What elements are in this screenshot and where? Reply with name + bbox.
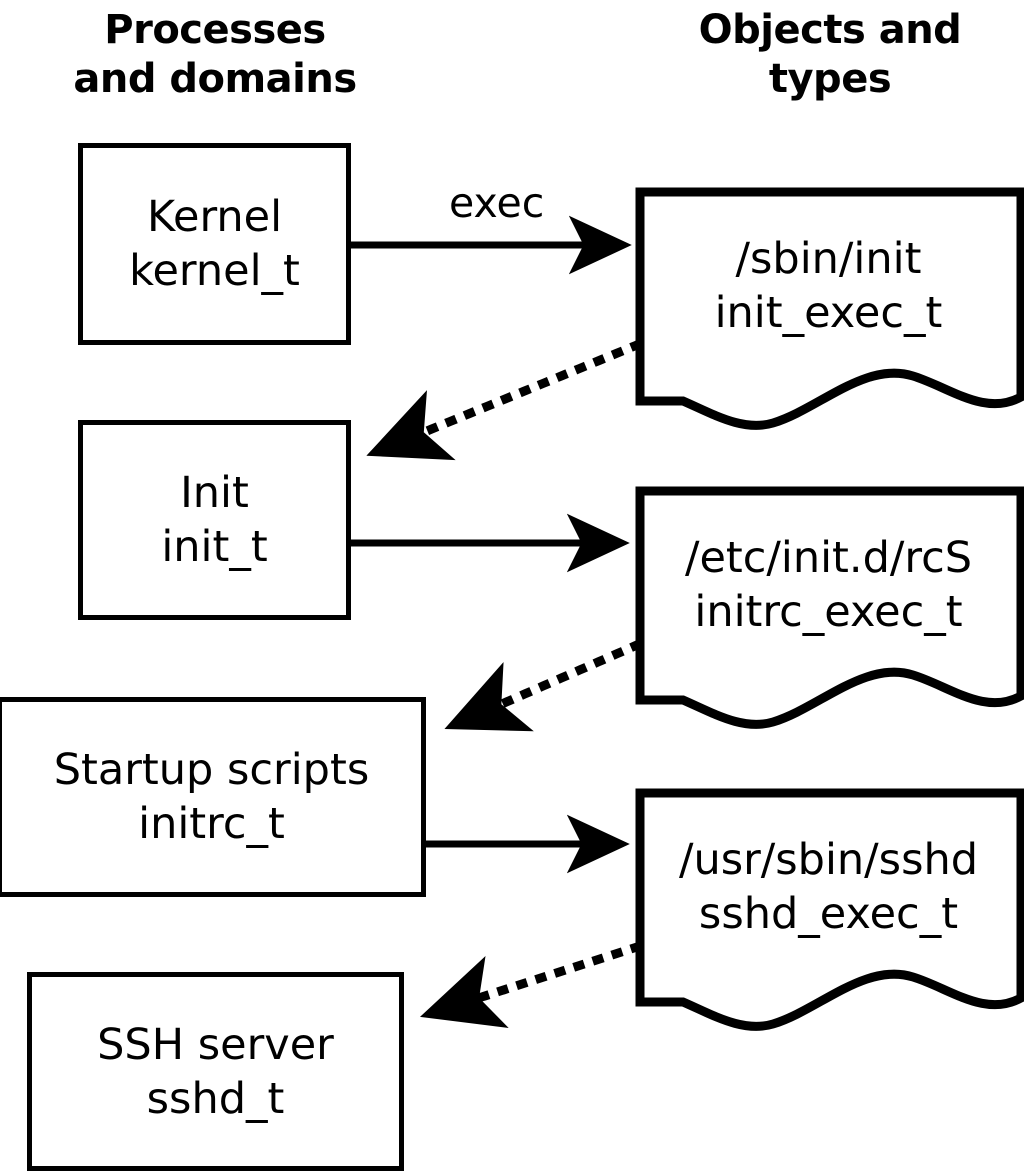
document-shape-icon [635, 788, 1024, 1031]
process-box-kernel[interactable]: Kernel kernel_t [78, 143, 351, 345]
object-type-initrc-exec: initrc_exec_t [694, 587, 963, 637]
process-name-initrc: Startup scripts [53, 745, 370, 795]
edge-sshdexec-becomes-sshd [420, 941, 643, 1029]
document-shape-icon [635, 486, 1024, 729]
process-type-initrc: initrc_t [138, 799, 285, 849]
process-type-init: init_t [161, 522, 268, 572]
process-name-kernel: Kernel [146, 192, 283, 242]
object-path-initrc-exec: /etc/init.d/rcS [684, 533, 973, 583]
process-box-initrc[interactable]: Startup scripts initrc_t [0, 697, 426, 897]
document-shape-icon [635, 187, 1024, 430]
object-type-init-exec: init_exec_t [714, 288, 943, 338]
object-doc-init-exec[interactable]: /sbin/init init_exec_t [633, 185, 1024, 435]
object-doc-initrc-exec[interactable]: /etc/init.d/rcS initrc_exec_t [633, 484, 1024, 734]
column-header-processes: Processes and domains [73, 7, 357, 102]
process-name-init: Init [180, 468, 249, 518]
edge-initexec-becomes-init [366, 339, 643, 461]
edge-label-exec: exec [449, 179, 545, 227]
process-type-sshd: sshd_t [146, 1073, 285, 1124]
process-box-sshd[interactable]: SSH server sshd_t [27, 972, 404, 1171]
process-type-kernel: kernel_t [129, 246, 300, 296]
edge-rcsexec-becomes-initrc [444, 639, 643, 732]
process-name-sshd: SSH server [97, 1019, 334, 1070]
object-type-sshd-exec: sshd_exec_t [698, 889, 959, 939]
process-box-init[interactable]: Init init_t [78, 420, 351, 620]
object-path-sshd-exec: /usr/sbin/sshd [678, 835, 979, 885]
object-doc-sshd-exec[interactable]: /usr/sbin/sshd sshd_exec_t [633, 786, 1024, 1036]
object-path-init-exec: /sbin/init [735, 234, 922, 284]
column-header-objects: Objects and types [698, 7, 962, 102]
